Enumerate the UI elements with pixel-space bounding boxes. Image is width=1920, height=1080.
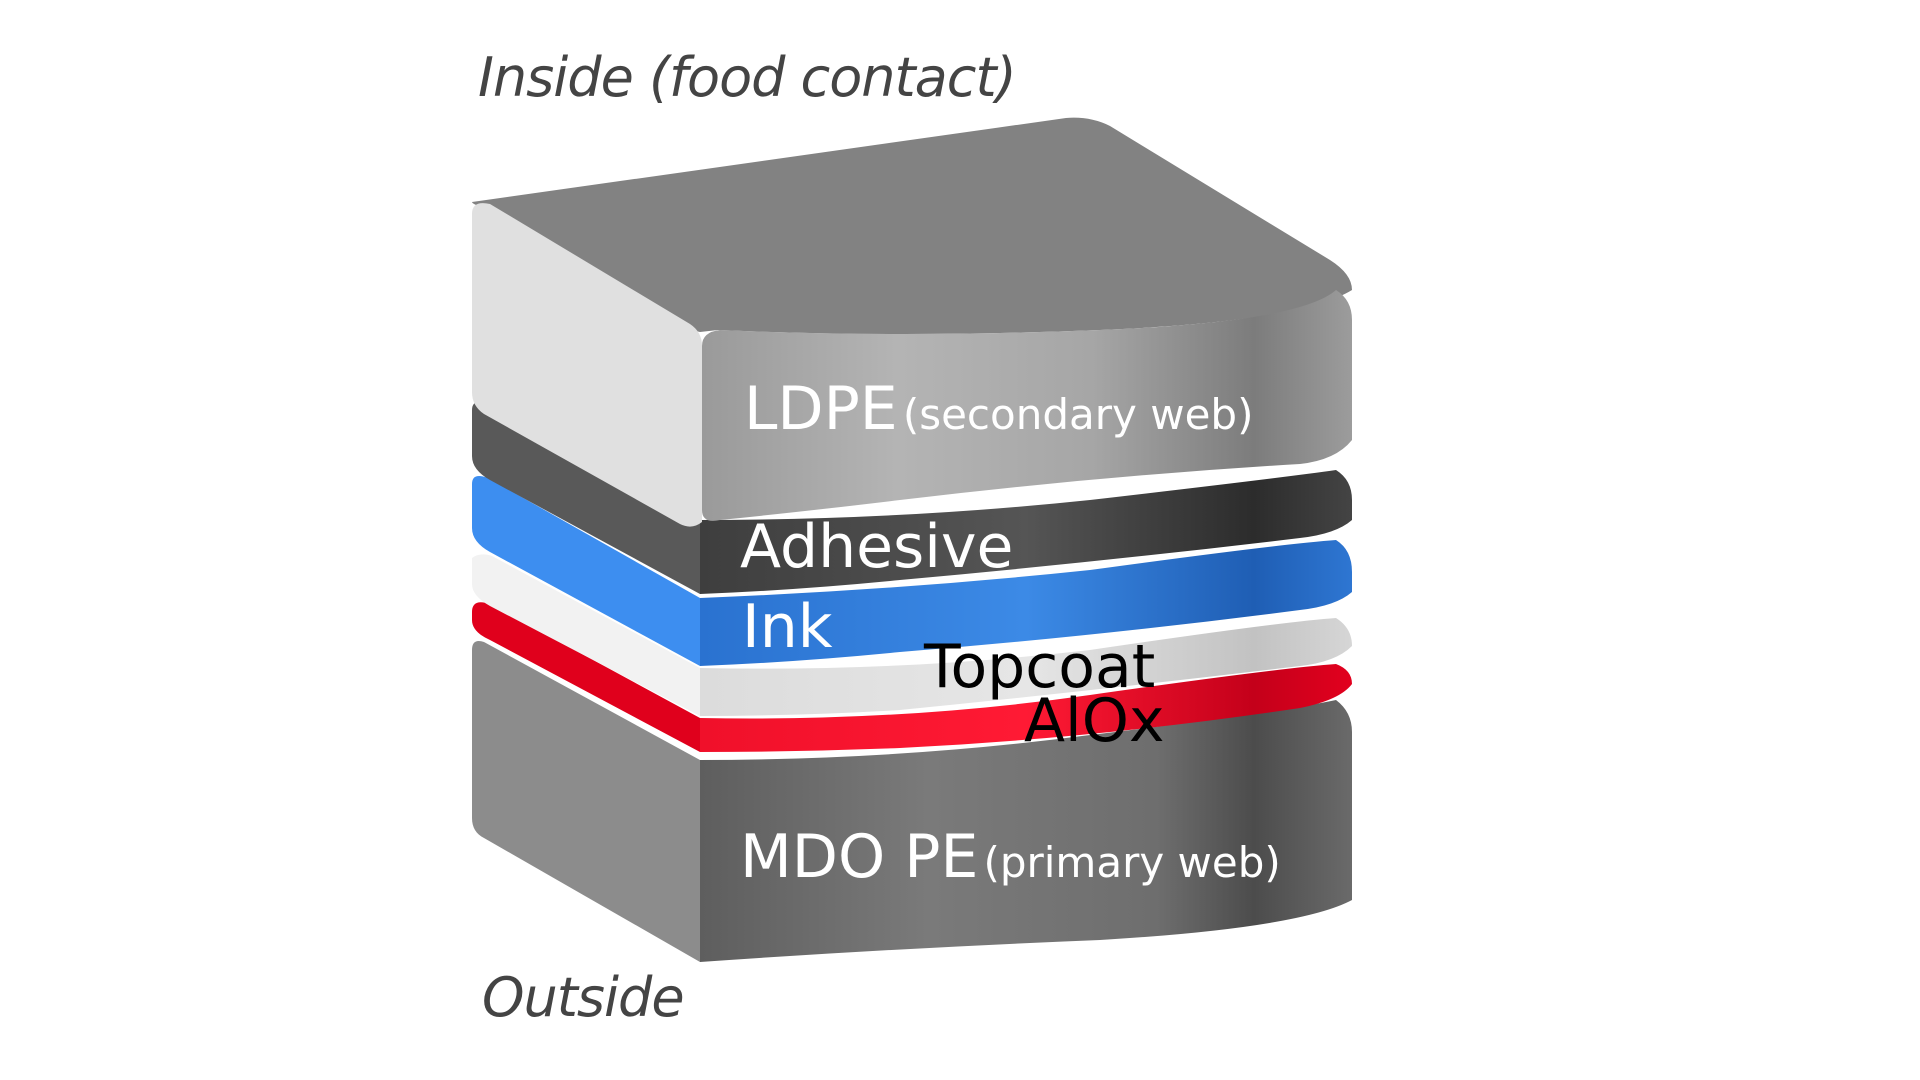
- ldpe-name: LDPE: [744, 374, 898, 444]
- topcoat-layer: [472, 554, 1352, 716]
- ink-label: Ink: [742, 592, 833, 662]
- inside-caption: Inside (food contact): [478, 46, 1017, 109]
- outside-caption: Outside: [482, 966, 685, 1029]
- topcoat-label: Topcoat: [924, 632, 1156, 702]
- adhesive-layer: [472, 402, 1352, 594]
- alox-layer: [472, 602, 1352, 752]
- mdo-pe-layer: [472, 641, 1352, 962]
- alox-label: AlOx: [1024, 686, 1165, 756]
- ldpe-layer: [472, 117, 1352, 527]
- ldpe-label: LDPE (secondary web): [744, 374, 1253, 444]
- ldpe-note: (secondary web): [902, 390, 1254, 439]
- mdo-note: (primary web): [983, 838, 1281, 887]
- ink-layer: [472, 476, 1352, 666]
- adhesive-label: Adhesive: [740, 512, 1014, 582]
- mdo-label: MDO PE (primary web): [740, 822, 1281, 892]
- mdo-name: MDO PE: [740, 822, 979, 892]
